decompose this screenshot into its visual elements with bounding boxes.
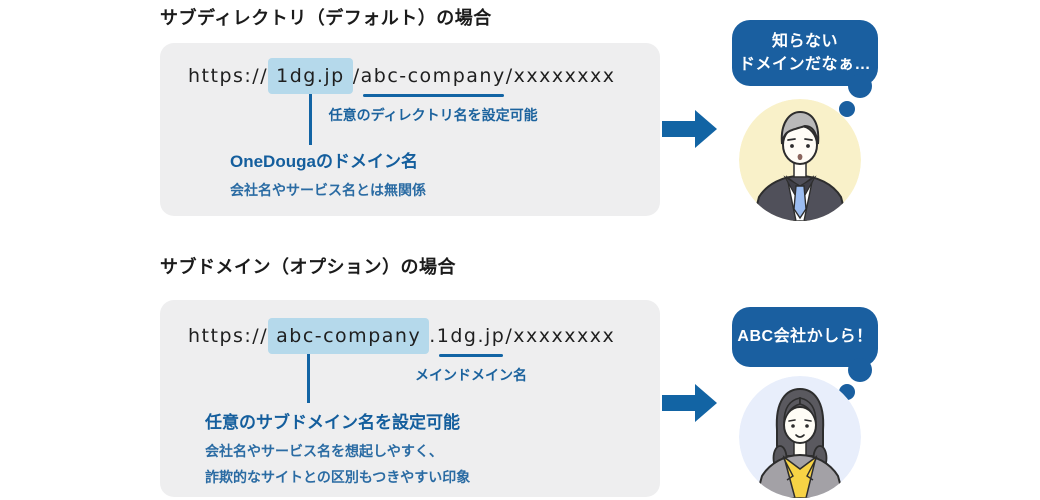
url-underlined-text: abc-company: [360, 65, 506, 87]
callout-title: OneDougaのドメイン名: [230, 152, 418, 171]
url-highlight-text: abc-company: [276, 325, 422, 347]
callout-note: 会社名やサービス名を想起しやすく、: [205, 443, 443, 459]
url-suffix: /xxxxxxxx: [505, 325, 616, 347]
thought-bubble: ABC会社かしら！: [732, 307, 878, 367]
bubble-text-line: 知らない: [771, 32, 838, 50]
bubble-text-line: ABC会社かしら！: [737, 328, 873, 346]
callout-title: 任意のサブドメイン名を設定可能: [205, 413, 460, 432]
connector-line: [306, 354, 310, 403]
url-prefix: https://: [188, 65, 269, 87]
businesswoman-avatar-icon: [739, 376, 861, 498]
url-separator: /: [352, 65, 361, 87]
underline: [362, 94, 504, 97]
underline-caption: 任意のディレクトリ名を設定可能: [328, 107, 538, 123]
bubble-tail-dot: [848, 74, 872, 98]
connector-line: [308, 94, 312, 145]
bubble-text-line: ドメインだなぁ…: [738, 56, 871, 73]
section-title-subdirectory: サブディレクトリ（デフォルト）の場合: [160, 8, 492, 28]
businessman-avatar-icon: [739, 99, 861, 221]
bubble-tail-dot: [839, 101, 855, 117]
url-underlined-part: 1dg.jp メインドメイン名: [415, 325, 527, 383]
url-highlight-text: 1dg.jp: [276, 65, 345, 87]
url-suffix: /xxxxxxxx: [505, 65, 616, 87]
right-arrow-icon: [662, 110, 717, 148]
bubble-tail-dot: [848, 358, 872, 382]
underline: [438, 354, 504, 357]
url-underlined-part: abc-company 任意のディレクトリ名を設定可能: [329, 65, 538, 123]
url-example-subdomain: https:// abc-company.1dg.jp メインドメイン名/xxxxx…: [188, 318, 616, 403]
url-prefix: https://: [188, 325, 269, 347]
url-example-subdirectory: https:// 1dg.jp /abc-company 任意のディレクトリ名を設定可…: [188, 58, 616, 145]
right-arrow-icon: [662, 384, 717, 422]
url-highlight-subdomain: abc-company: [268, 318, 430, 403]
callout-note: 会社名やサービス名とは無関係: [230, 182, 426, 198]
callout-note: 詐欺的なサイトとの区別もつきやすい印象: [205, 469, 471, 485]
url-underlined-text: 1dg.jp: [436, 325, 506, 347]
url-panel-subdirectory: https:// 1dg.jp /abc-company 任意のディレクトリ名を設定可…: [160, 43, 660, 216]
url-highlight-domain: 1dg.jp: [268, 58, 353, 145]
thought-bubble: 知らない ドメインだなぁ…: [732, 20, 878, 86]
underline-caption: メインドメイン名: [415, 367, 528, 383]
url-separator: .: [429, 325, 437, 347]
section-title-subdomain: サブドメイン（オプション）の場合: [160, 257, 456, 277]
url-panel-subdomain: https:// abc-company.1dg.jp メインドメイン名/xxxxx…: [160, 300, 660, 497]
